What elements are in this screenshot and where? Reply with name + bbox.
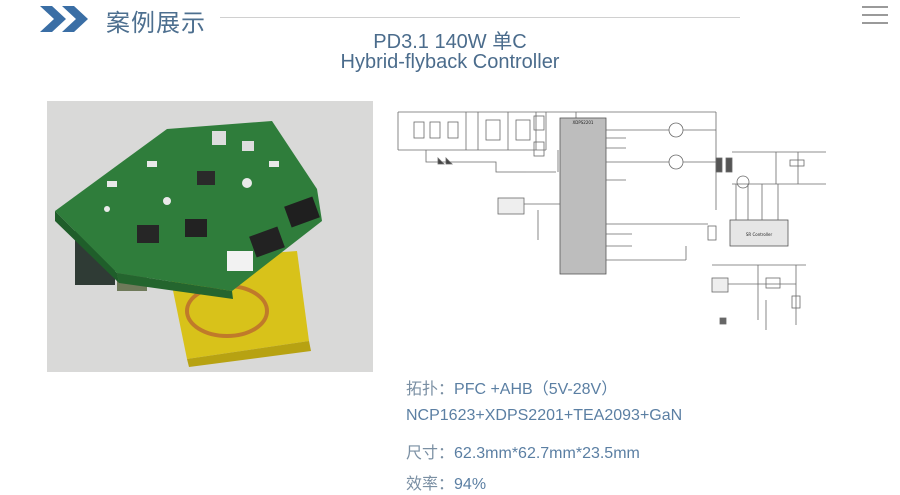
- header-bar: 案例展示: [0, 0, 900, 40]
- spec-size: 尺寸：62.3mm*62.7mm*23.5mm: [406, 439, 640, 463]
- slide-title-line2: Hybrid-flyback Controller: [340, 51, 560, 73]
- main-ic-label: XDPS2201: [573, 120, 594, 125]
- menu-icon[interactable]: [862, 6, 888, 26]
- size-label: 尺寸：: [406, 445, 455, 462]
- spec-efficiency: 效率：94%: [406, 470, 486, 494]
- efficiency-label: 效率：: [406, 476, 455, 493]
- sr-controller-label: SR Controller: [746, 232, 773, 237]
- header-divider: [220, 17, 740, 18]
- spec-chips: NCP1623+XDPS2201+TEA2093+GaN: [406, 407, 683, 424]
- circuit-schematic: XDPS2201 SR Controller: [386, 100, 836, 340]
- spec-topology: 拓扑：PFC +AHB（5V-28V）: [406, 375, 617, 399]
- slide-title-line1: PD3.1 140W 单C: [373, 31, 527, 53]
- topology-label: 拓扑：: [406, 381, 455, 398]
- product-photo: [47, 101, 373, 372]
- topology-value: PFC +AHB（5V-28V）: [454, 381, 618, 398]
- double-chevron-icon: [40, 6, 88, 32]
- section-title: 案例展示: [106, 9, 206, 37]
- efficiency-value: 94%: [454, 476, 487, 493]
- size-value: 62.3mm*62.7mm*23.5mm: [454, 445, 640, 462]
